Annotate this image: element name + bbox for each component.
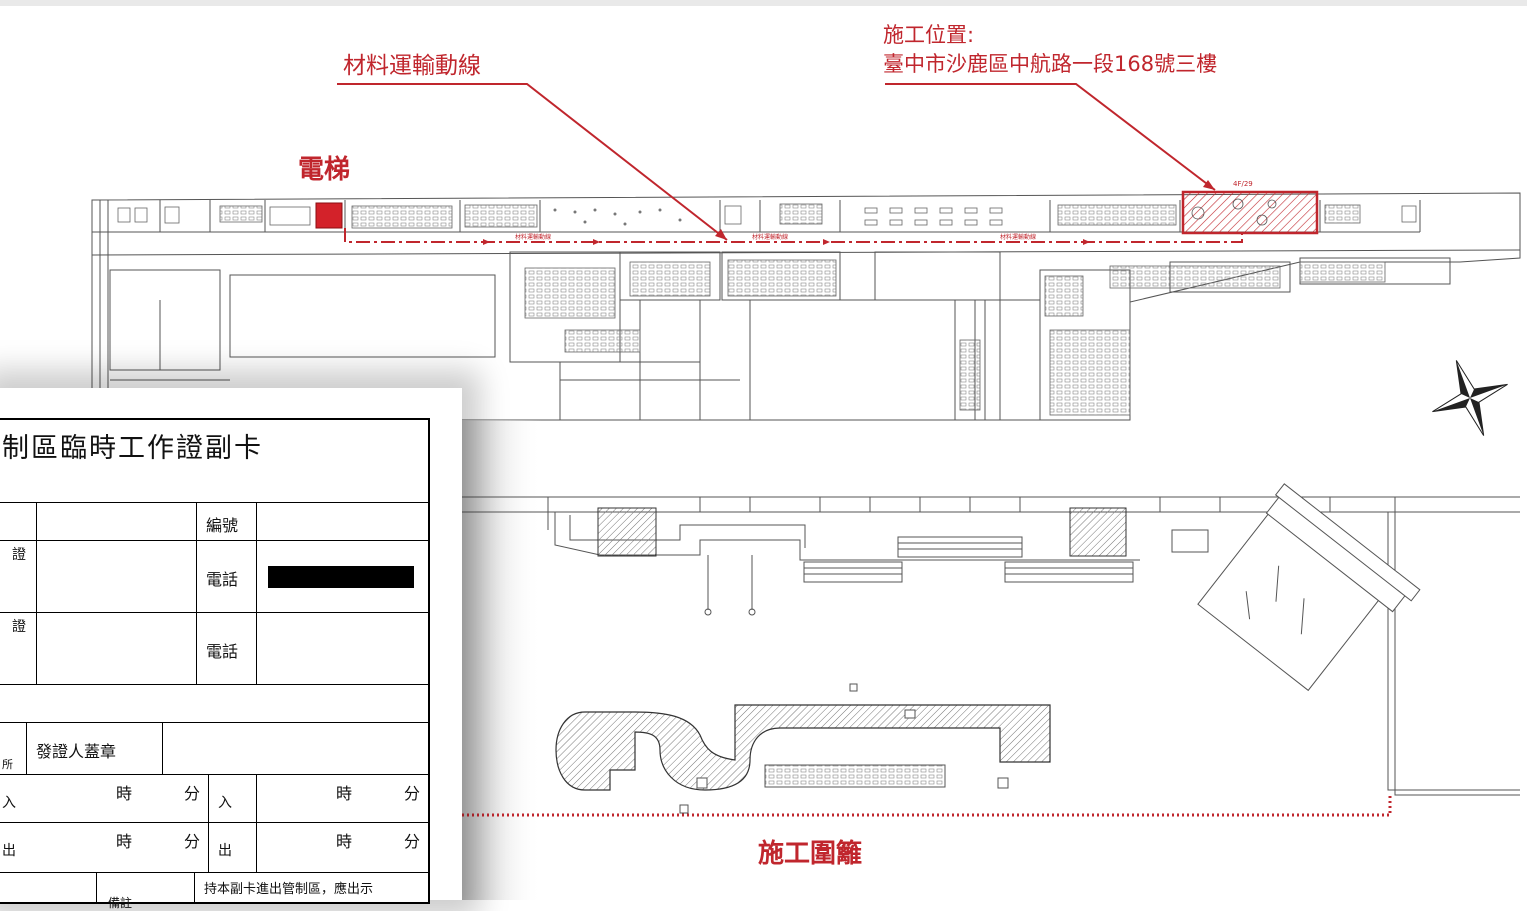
site-tag: 4F/29 — [1233, 180, 1253, 188]
notice-text: 持本副卡進出管制區，應出示 — [204, 882, 374, 897]
construction-fence-line — [462, 795, 1392, 817]
furniture-details — [117, 203, 1417, 416]
card-title: 制區臨時工作證副卡 — [2, 433, 263, 464]
hour-label-2: 時 — [336, 784, 353, 803]
material-route-pointer-head — [715, 229, 727, 240]
site-location-pointer — [885, 83, 1216, 191]
minute-label-3: 分 — [184, 832, 201, 851]
number-label: 編號 — [206, 516, 239, 535]
route-tag-3: 材料運輸動線 — [1000, 233, 1036, 241]
transport-route-line — [344, 228, 1243, 243]
phone-label-2: 電話 — [206, 642, 239, 661]
card-frame: 制區臨時工作證副卡 編號 證 電話 證 電話 發證人蓋章 所 入 時 分 入 時 — [0, 418, 430, 910]
out-label-left: 出 — [2, 843, 16, 859]
elevator-marker — [315, 202, 343, 229]
place-label: 所 — [2, 758, 13, 771]
material-route-pointer — [337, 83, 728, 241]
shadow-strip — [462, 420, 542, 900]
route-tag-2: 材料運輸動線 — [752, 233, 788, 241]
phone-label-1: 電話 — [206, 570, 239, 589]
out-label-right: 出 — [218, 843, 232, 859]
minute-label-1: 分 — [184, 784, 201, 803]
route-direction-arrows — [483, 239, 1090, 245]
hour-label-3: 時 — [116, 832, 133, 851]
issuer-seal-label: 發證人蓋章 — [36, 742, 117, 761]
lower-detail-plan — [462, 483, 1520, 814]
site-location-title: 施工位置: — [883, 23, 974, 47]
construction-site-box — [1181, 190, 1319, 235]
hour-label-1: 時 — [116, 784, 133, 803]
minute-label-2: 分 — [404, 784, 421, 803]
remarks-label: 備註 — [108, 896, 133, 910]
route-tag-1: 材料運輸動線 — [515, 233, 551, 241]
hour-label-4: 時 — [336, 832, 353, 851]
cert-label-1: 證 — [12, 547, 26, 563]
compass-icon — [1432, 360, 1508, 436]
material-route-label: 材料運輸動線 — [343, 53, 481, 79]
in-label-right: 入 — [218, 795, 232, 811]
site-location-address: 臺中市沙鹿區中航路一段168號三樓 — [883, 52, 1217, 76]
elevator-label: 電梯 — [298, 155, 350, 185]
cert-label-2: 證 — [12, 619, 26, 635]
fence-label: 施工圍籬 — [758, 838, 862, 869]
minute-label-4: 分 — [404, 832, 421, 851]
site-location-pointer-head — [1203, 180, 1215, 190]
in-label-left: 入 — [2, 795, 16, 811]
temporary-work-pass-card: 制區臨時工作證副卡 編號 證 電話 證 電話 發證人蓋章 所 入 時 分 入 時 — [0, 388, 462, 910]
redacted-phone — [268, 566, 414, 588]
